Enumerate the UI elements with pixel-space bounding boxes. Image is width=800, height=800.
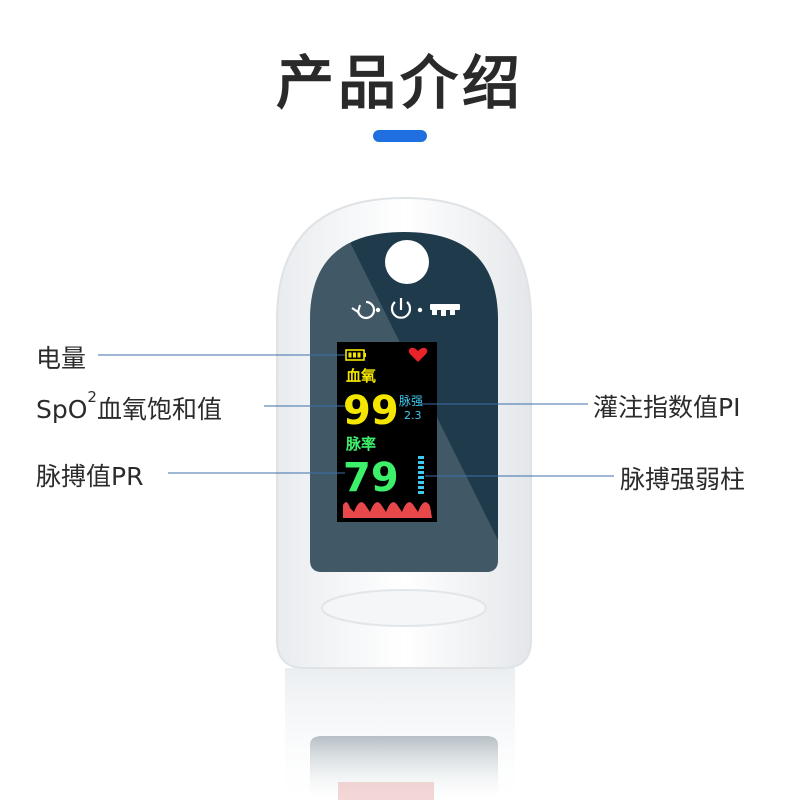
battery-icon — [345, 349, 366, 361]
pr-label: 脉率 — [345, 435, 376, 453]
power-icon — [390, 298, 412, 319]
device-reflection — [285, 668, 515, 800]
page-title: 产品介绍 — [275, 49, 524, 117]
heart-icon — [408, 347, 428, 362]
callout-spo2-prefix: SpO — [36, 395, 88, 424]
callout-spo2-sup: 2 — [87, 388, 97, 406]
pulse-bar — [418, 456, 424, 494]
pr-value: 79 — [343, 455, 399, 501]
refresh-icon — [351, 300, 376, 320]
title-underline — [373, 130, 427, 142]
spo2-value: 99 — [343, 388, 399, 434]
finger-slot — [321, 589, 487, 627]
callout-pi: 灌注指数值PI — [593, 393, 741, 422]
signal-icon — [430, 304, 460, 316]
pleth-waveform — [343, 502, 432, 518]
spo2-label: 血氧 — [346, 367, 376, 385]
top-button — [385, 240, 429, 284]
pi-value: 2.3 — [404, 409, 422, 422]
callout-pr: 脉搏值PR — [36, 462, 144, 491]
callout-battery: 电量 — [36, 344, 87, 373]
callout-spo2-suffix: 血氧饱和值 — [96, 395, 222, 424]
callout-bar: 脉搏强弱柱 — [620, 465, 746, 494]
pi-label: 脉强 — [399, 393, 423, 408]
callout-spo2: SpO2血氧饱和值 — [36, 388, 222, 426]
